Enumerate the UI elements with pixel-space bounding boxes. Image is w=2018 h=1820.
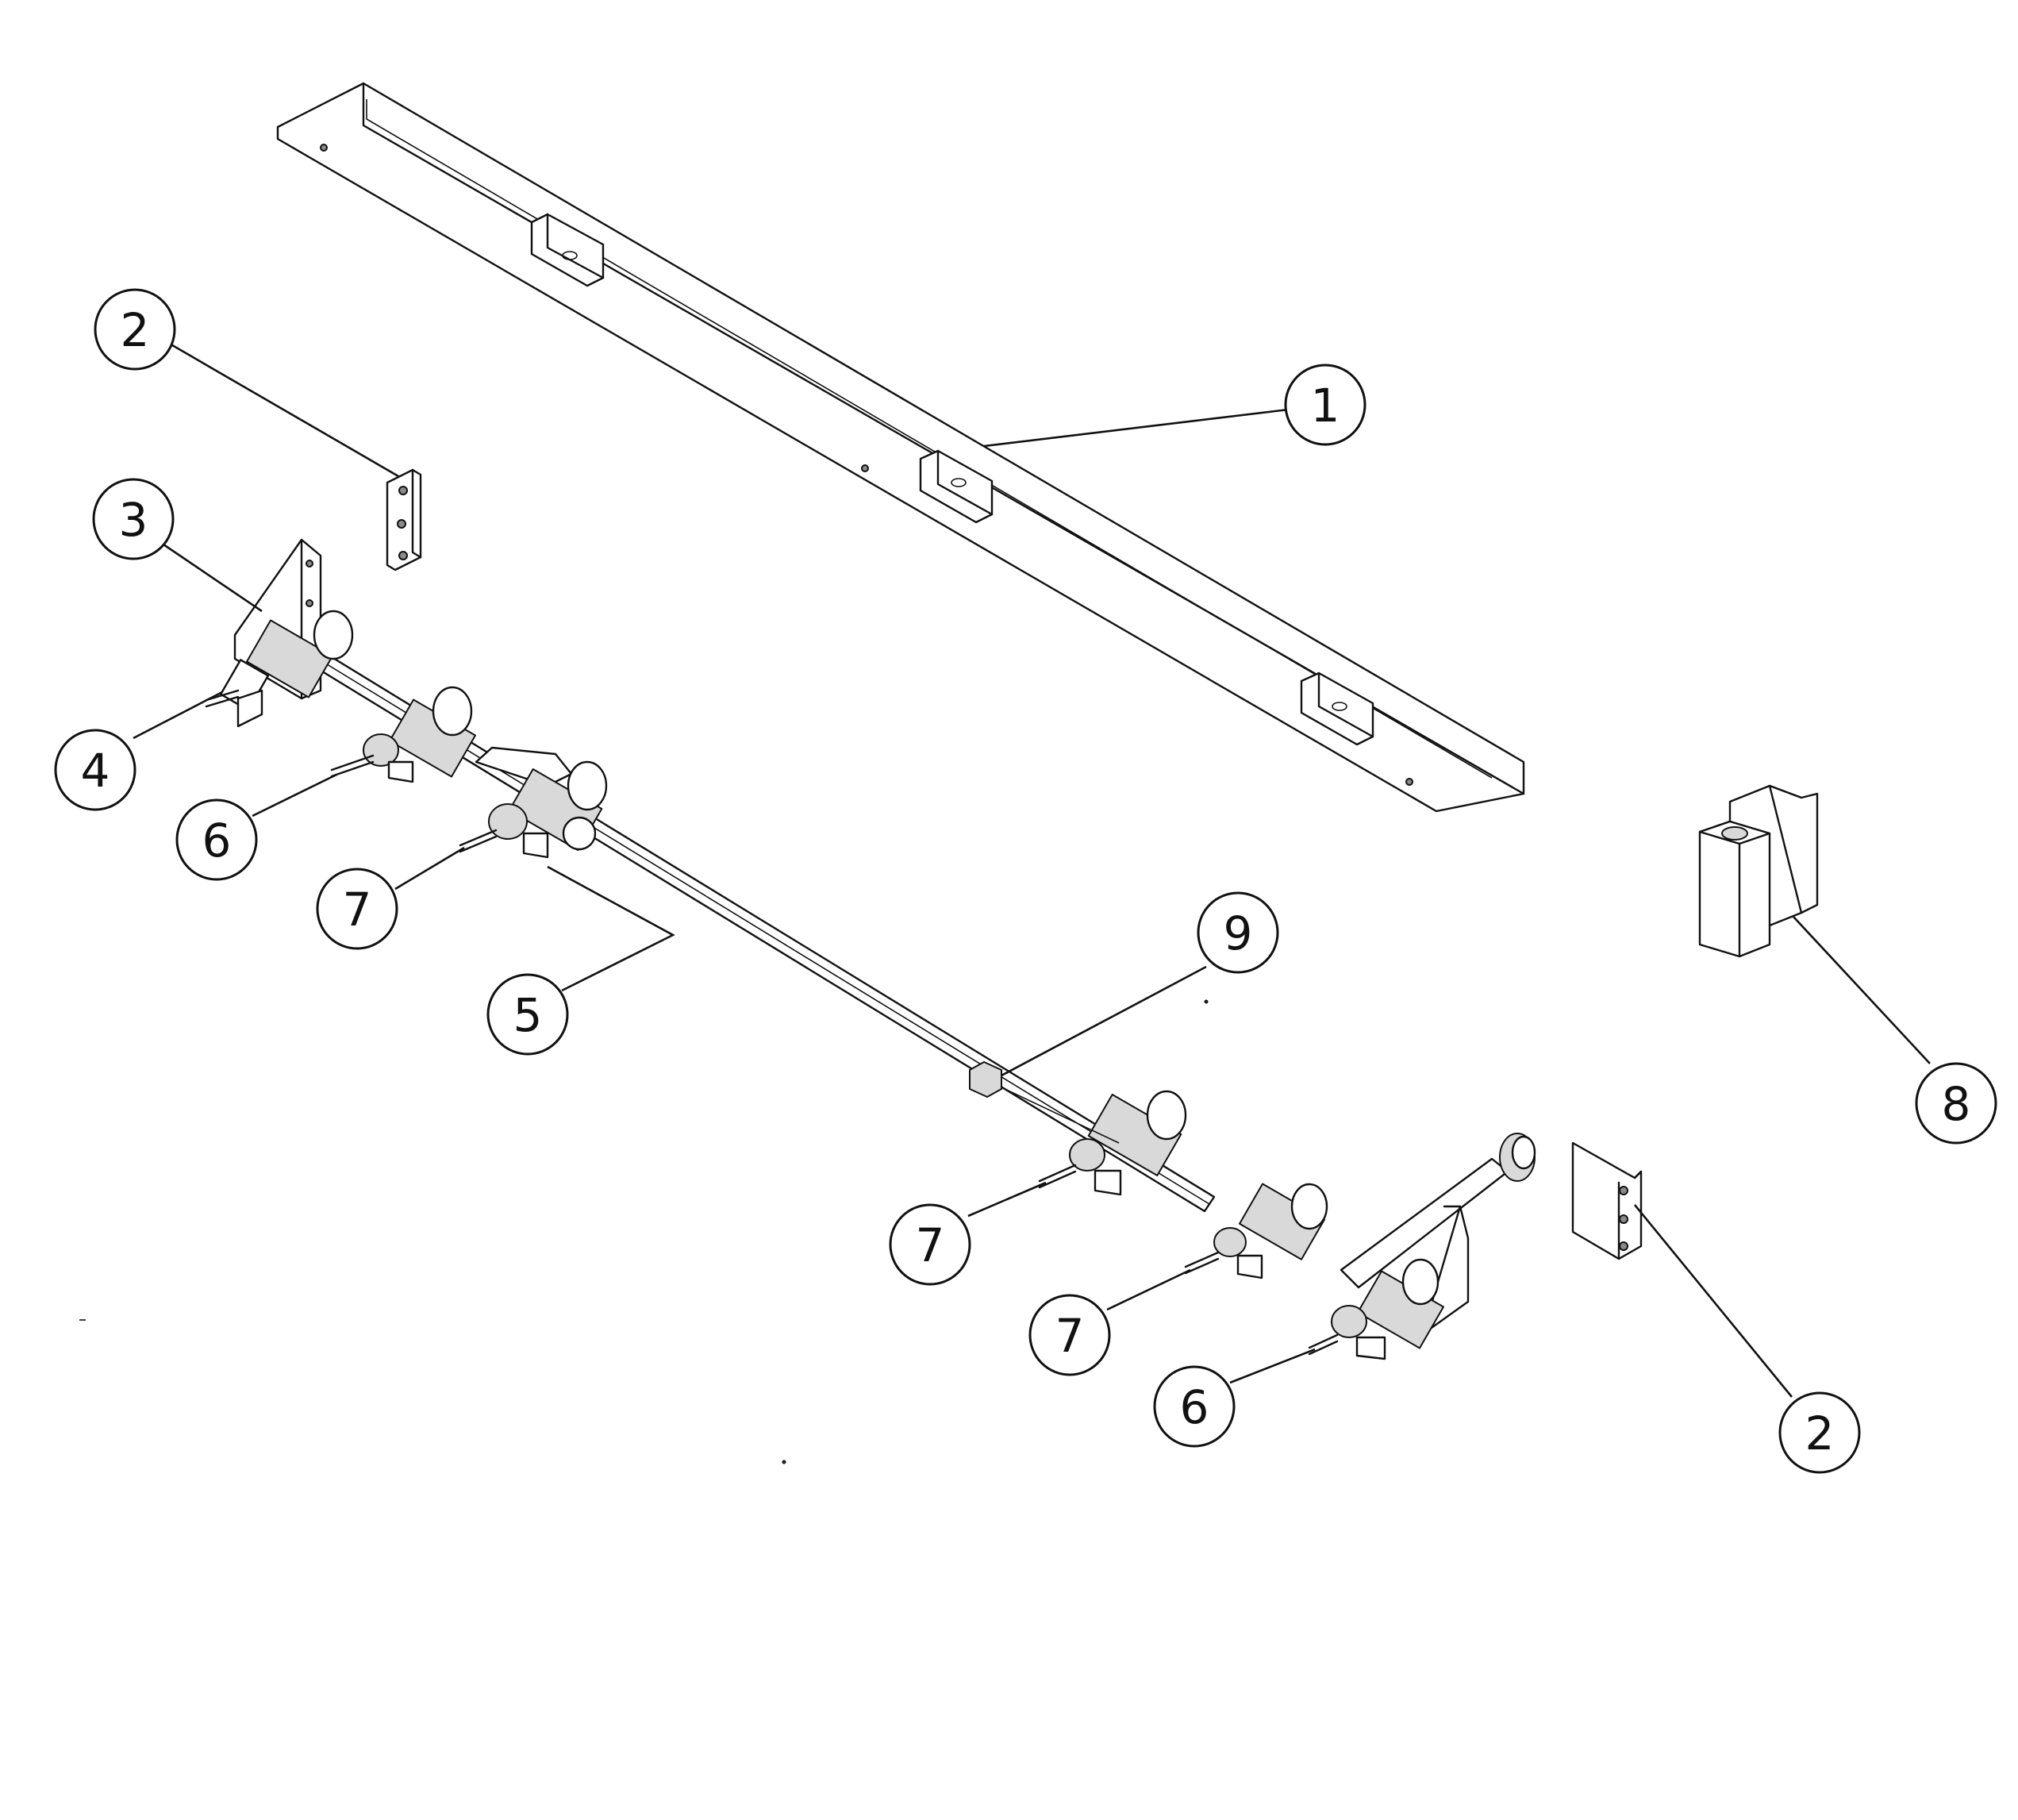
callout-3: 3 [92, 478, 175, 560]
callout-1-label: 1 [1311, 379, 1340, 433]
callout-7-right-1: 7 [889, 1203, 971, 1286]
mounting-channel [276, 82, 1525, 813]
callout-4-label: 4 [81, 744, 110, 798]
callout-6-left-label: 6 [202, 814, 232, 868]
callout-8: 8 [1915, 1062, 1997, 1145]
callout-7-right-2: 7 [1028, 1294, 1111, 1376]
callout-7-left-label: 7 [343, 883, 372, 937]
bracket-left [386, 468, 422, 571]
callout-6-right-label: 6 [1180, 1380, 1209, 1434]
callout-7-right-2-label: 7 [1055, 1309, 1085, 1363]
callout-7-left: 7 [316, 868, 398, 950]
callout-9-label: 9 [1224, 906, 1253, 960]
callout-2-left-label: 2 [121, 303, 150, 357]
callout-3-label: 3 [119, 493, 148, 547]
callout-8-label: 8 [1942, 1077, 1971, 1131]
fitting-nut [969, 1061, 1120, 1144]
channel-tab [1300, 671, 1374, 746]
callout-5-label: 5 [513, 988, 543, 1042]
callout-5: 5 [486, 973, 569, 1056]
callout-2-right: 2 [1778, 1391, 1861, 1474]
callout-6-right: 6 [1153, 1365, 1236, 1448]
callout-4: 4 [54, 729, 136, 811]
callout-1: 1 [1284, 364, 1366, 446]
callout-2-left: 2 [94, 288, 176, 371]
callout-2-right-label: 2 [1805, 1406, 1835, 1460]
valve-assembly [205, 610, 1444, 1360]
callout-7-right-1-label: 7 [916, 1218, 945, 1272]
callout-9: 9 [1197, 891, 1279, 974]
scan-specks [79, 999, 1209, 1464]
channel-tab [530, 213, 605, 287]
bracket-right [1571, 1141, 1643, 1260]
callout-6-left: 6 [175, 798, 258, 881]
channel-tab [919, 449, 994, 524]
leader-lines [133, 341, 1931, 1398]
regulator-block [1698, 784, 1819, 958]
